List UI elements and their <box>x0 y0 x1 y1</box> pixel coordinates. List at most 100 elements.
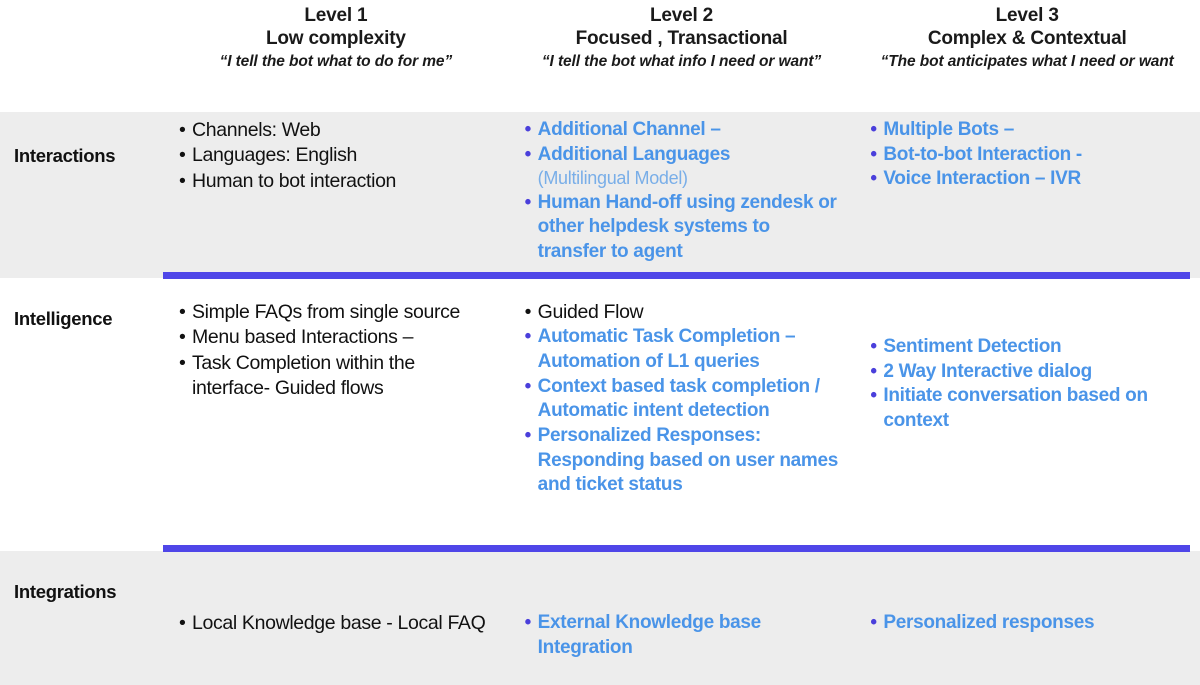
list-item: • Personalized responses <box>870 611 1188 636</box>
list-item-text: Human Hand-off using zendesk or other he… <box>537 191 837 263</box>
list-item-text: Voice Interaction – IVR <box>883 168 1081 190</box>
bullet-list: • Multiple Bots – • Bot-to-bot Interaction… <box>870 118 1188 192</box>
bullet-icon: • <box>179 144 186 167</box>
row-intelligence: Intelligence • Simple FAQs from single so… <box>0 283 1200 545</box>
cell-interactions-level-2: •Additional Channel – •Additional Langua… <box>509 112 855 278</box>
row-divider-intelligence-integrations <box>163 545 1190 552</box>
bullet-list: •Channels: Web • Languages: English • Huma… <box>179 118 497 194</box>
list-item: • Menu based Interactions – <box>179 325 497 350</box>
list-item: • Voice Interaction – IVR <box>870 167 1188 192</box>
list-item: • 2 Way Interactive dialog <box>870 360 1188 385</box>
list-item-text: Sentiment Detection <box>883 336 1062 357</box>
list-item: • Multiple Bots – <box>870 118 1188 143</box>
bullet-icon: • <box>870 360 877 382</box>
cell-integrations-level-3: • Personalized responses <box>854 551 1200 685</box>
cell-intelligence-level-1: • Simple FAQs from single source • Menu ba… <box>163 283 509 545</box>
list-item-text: Multiple Bots – <box>883 119 1014 140</box>
header-level-title-2: Level 2 <box>649 5 714 26</box>
list-item-text: Additional Languages <box>537 143 731 165</box>
list-item-text: Task Completion within the interface- Gu… <box>192 351 415 400</box>
list-item: • Languages: English <box>179 143 497 168</box>
list-item-text: Local Knowledge base - Local FAQ <box>192 612 486 634</box>
list-item-text: Personalized responses <box>883 612 1095 633</box>
list-item: •Additional Languages <box>525 143 843 168</box>
interactions-row-background <box>0 112 1200 278</box>
list-item-text: Automatic Task Completion – Automation o… <box>537 326 796 373</box>
bullet-icon: • <box>179 301 186 323</box>
bullet-icon: • <box>870 336 877 357</box>
bullet-list: •Guided Flow •Automatic Task Completion … <box>525 300 843 498</box>
list-item-text: Personalized Responses: Responding based… <box>537 425 839 496</box>
row-interactions: Interactions •Channels: Web • Languages: … <box>0 112 1200 278</box>
list-item: • Local Knowledge base - Local FAQ <box>179 611 497 636</box>
list-item: • Bot-to-bot Interaction - <box>870 143 1188 168</box>
bullet-list: • Simple FAQs from single source • Menu ba… <box>179 300 497 401</box>
cell-integrations-level-1: • Local Knowledge base - Local FAQ <box>163 551 509 685</box>
list-item: •Guided Flow <box>525 300 843 325</box>
bullet-icon: • <box>870 168 877 190</box>
list-item: •Human Hand-off using zendesk or other h… <box>525 191 843 265</box>
header-level-quote-3: “The bot anticipates what I need or want <box>880 53 1174 71</box>
list-item-text: Simple FAQs from single source <box>192 301 461 323</box>
list-item: •External Knowledge base Integration <box>525 611 843 660</box>
bullet-list: • Sentiment Detection • 2 Way Interactive … <box>870 335 1188 434</box>
bullet-icon: • <box>179 612 186 634</box>
row-integrations: Integrations •Local Knowledge base - Loc… <box>0 551 1200 685</box>
bullet-list: • Personalized responses <box>870 611 1188 636</box>
list-item: • Initiate conversation based on context <box>870 384 1188 433</box>
bullet-icon: • <box>870 119 877 140</box>
bullet-list: •Additional Channel – •Additional Langua… <box>525 118 843 167</box>
header-level-quote-2: “I tell the bot what info I need or want… <box>541 53 822 71</box>
bullet-icon: • <box>179 326 186 349</box>
list-item: •Channels: Web <box>179 118 497 143</box>
header-level-subtitle-2: Focused , Transactional <box>575 28 788 50</box>
bullet-icon: • <box>179 351 186 374</box>
list-item-text: Initiate conversation based on context <box>883 385 1148 432</box>
list-item: • Task Completion within the interface- G… <box>179 351 497 402</box>
bullet-list: •External Knowledge base Integration <box>525 611 843 660</box>
list-item-text: Guided Flow <box>537 301 644 323</box>
bullet-icon: • <box>870 612 877 633</box>
bullet-icon: • <box>524 119 532 140</box>
header-level-subtitle-1: Low complexity <box>265 28 406 50</box>
bullet-icon: • <box>179 169 186 192</box>
list-item-text: Bot-to-bot Interaction - <box>883 143 1082 165</box>
list-item: •Personalized Responses: Responding base… <box>525 424 843 498</box>
list-item-text: 2 Way Interactive dialog <box>883 360 1092 382</box>
list-item-text: Languages: English <box>192 144 358 167</box>
bullet-icon: • <box>524 143 532 165</box>
row-label-intelligence: Intelligence <box>14 308 113 329</box>
list-item: • Human to bot interaction <box>179 169 497 194</box>
header-corner-spacer <box>0 0 163 112</box>
list-item: •Automatic Task Completion – Automation … <box>525 325 843 374</box>
header-column-level-1: Level 1 Low complexity “I tell the bot w… <box>163 0 509 112</box>
bullet-icon: • <box>870 143 877 165</box>
header-level-subtitle-3: Complex & Contextual <box>927 28 1127 50</box>
cell-interactions-level-3: • Multiple Bots – • Bot-to-bot Interaction… <box>854 112 1200 278</box>
cell-intelligence-level-2: •Guided Flow •Automatic Task Completion … <box>509 283 855 545</box>
header-level-title-1: Level 1 <box>304 5 368 26</box>
list-item: •Additional Channel – <box>525 118 843 143</box>
bullet-icon: • <box>524 326 532 348</box>
bullet-icon: • <box>870 385 877 407</box>
row-divider-interactions-intelligence <box>163 272 1190 279</box>
bullet-icon: • <box>524 612 532 633</box>
list-item-text: Human to bot interaction <box>192 169 397 192</box>
cell-intelligence-level-3: • Sentiment Detection • 2 Way Interactive … <box>854 283 1200 545</box>
header-level-title-3: Level 3 <box>995 5 1059 26</box>
list-item: •Context based task completion / Automat… <box>525 375 843 424</box>
bullet-icon: • <box>524 375 532 397</box>
list-item: • Simple FAQs from single source <box>179 300 497 325</box>
header-column-level-3: Level 3 Complex & Contextual “The bot an… <box>854 0 1200 112</box>
row-label-interactions: Interactions <box>14 145 116 166</box>
bullet-list: •Human Hand-off using zendesk or other h… <box>525 191 843 265</box>
integrations-row-background <box>0 551 1200 685</box>
bullet-icon: • <box>179 119 186 141</box>
header-column-level-2: Level 2 Focused , Transactional “I tell … <box>509 0 855 112</box>
list-item-text: Menu based Interactions – <box>192 326 414 349</box>
list-item-subline: (Multilingual Model) <box>537 168 688 189</box>
list-item: • Sentiment Detection <box>870 335 1188 360</box>
list-item-text: Context based task completion / Automati… <box>537 375 820 422</box>
cell-integrations-level-2: •External Knowledge base Integration <box>509 551 855 685</box>
